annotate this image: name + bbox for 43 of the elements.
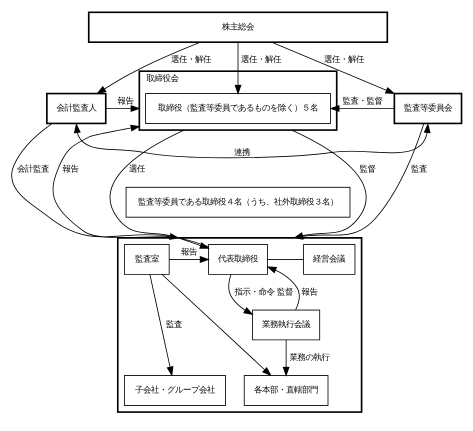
edge-label: 連携	[234, 147, 250, 158]
arrow	[106, 105, 141, 112]
arrow	[52, 124, 209, 248]
node-box: 経営会議	[303, 244, 356, 275]
edge-label: 業務の執行	[289, 352, 330, 362]
arrow	[96, 42, 201, 94]
edge-label: 報告	[301, 286, 318, 296]
node-box: 会計監査人	[46, 92, 107, 124]
node-box: 代表取締役	[208, 244, 268, 275]
edge-label: 監査	[410, 164, 427, 174]
arrow	[234, 42, 242, 95]
node-box: 監査等委員である取締役４名（うち、社外取締役３名）	[126, 186, 350, 218]
arrow	[110, 130, 210, 249]
edge-label: 報告	[180, 246, 197, 256]
arrow	[74, 123, 431, 158]
edge-label: 報告	[62, 164, 78, 174]
node-box: 各本部・直轄部門	[244, 375, 328, 406]
edge-label: 選任・解任	[240, 54, 281, 64]
arrow	[162, 274, 272, 376]
arrow	[228, 274, 254, 316]
edge-label: 会計監査	[17, 164, 50, 174]
arrow	[168, 256, 210, 263]
arrow	[150, 274, 174, 376]
node-box: 監査室	[124, 244, 170, 275]
edge-label: 指示・命令 監督	[234, 286, 294, 296]
node-box: 子会社・グループ会社	[124, 375, 226, 406]
edge-label: 監査・監督	[342, 96, 382, 106]
arrow	[282, 340, 290, 377]
node-box: 監査等委員会	[394, 92, 462, 124]
node-box: 業務執行会議	[252, 310, 320, 340]
edge-label: 監査	[166, 319, 182, 330]
cluster	[116, 237, 362, 413]
edge-label: 選任・解任	[171, 54, 212, 64]
edge-label: 選任	[128, 164, 145, 174]
node-box: 株主総会	[88, 11, 388, 43]
edge-label: 報告	[118, 96, 134, 106]
connector	[267, 259, 304, 260]
arrow	[266, 266, 300, 310]
edge-label: 選任・解任	[324, 54, 364, 64]
arrow	[330, 105, 395, 112]
edge-label: 監督	[359, 164, 376, 174]
node-box: 取締役（監査等委員であるものを除く）５名	[145, 93, 331, 124]
arrow	[271, 42, 396, 94]
